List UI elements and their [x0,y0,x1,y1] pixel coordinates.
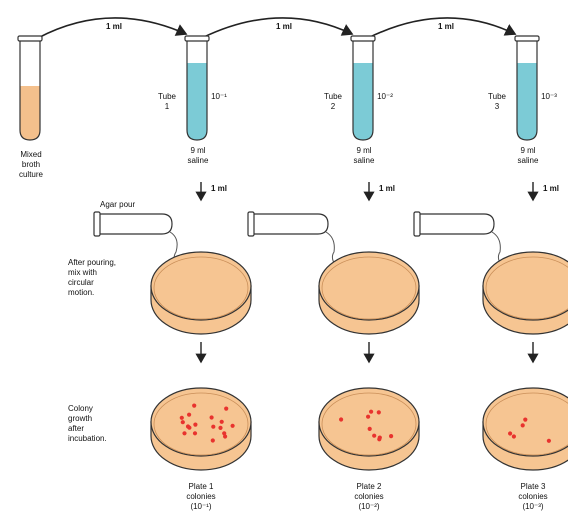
colony [512,434,516,438]
pour-plate-1 [151,252,251,334]
colony [192,404,196,408]
transfer-label-1: 1 ml [96,22,132,32]
culture-broth [20,86,40,140]
plate-2-label: Plate 2 colonies (10⁻²) [344,482,394,512]
colony [231,424,235,428]
plate-1-label: Plate 1 colonies (10⁻¹) [176,482,226,512]
colony [181,420,185,424]
colony-plate-2 [319,388,419,470]
colony [369,410,373,414]
plate-3-label: Plate 3 colonies (10⁻³) [508,482,558,512]
tube-1 [185,36,209,140]
colony [339,417,343,421]
colony [187,413,191,417]
colony-growth-note: Colony growth after incubation. [68,404,138,444]
colony [222,431,226,435]
tube-3-contents: 9 ml saline [508,146,548,166]
colony [389,434,393,438]
tube-2 [351,36,375,140]
colony [211,425,215,429]
colony-plate-1 [151,388,251,470]
tube-1-contents: 9 ml saline [178,146,218,166]
tube-2-contents: 9 ml saline [344,146,384,166]
colony [211,438,215,442]
transfer-label-2: 1 ml [266,22,302,32]
colony [523,418,527,422]
agar-pour-tube-3 [414,212,502,266]
colony [218,426,222,430]
colony-plate-3 [483,388,568,470]
colony [220,420,224,424]
pour-plate-3 [483,252,568,334]
colony [547,439,551,443]
agar-pour-tube-2 [248,212,336,266]
colony [521,423,525,427]
colony [372,434,376,438]
mixing-instruction: After pouring, mix with circular motion. [68,258,148,298]
pour-plate-2 [319,252,419,334]
transfer-down-label-1: 1 ml [204,184,234,194]
colony [193,423,197,427]
colony [210,415,214,419]
culture-label: Mixed broth culture [6,150,56,180]
colony [366,415,370,419]
tube-3-name: Tube 3 [480,92,514,112]
colony [224,407,228,411]
colony [377,437,381,441]
colony [193,431,197,435]
transfer-label-3: 1 ml [428,22,464,32]
tube-2-dilution: 10⁻² [374,92,396,102]
tube-1-dilution: 10⁻¹ [208,92,230,102]
colony [377,410,381,414]
transfer-down-label-3: 1 ml [536,184,566,194]
tube-3 [515,36,539,140]
agar-pour-label: Agar pour [100,200,160,210]
transfer-down-label-2: 1 ml [372,184,402,194]
tube-1-name: Tube 1 [150,92,184,112]
tube-3-dilution: 10⁻³ [538,92,560,102]
colony [180,416,184,420]
colony [182,431,186,435]
colony [508,431,512,435]
colony [186,424,190,428]
tube-2-name: Tube 2 [316,92,350,112]
culture-tube [18,36,42,140]
colony [368,427,372,431]
